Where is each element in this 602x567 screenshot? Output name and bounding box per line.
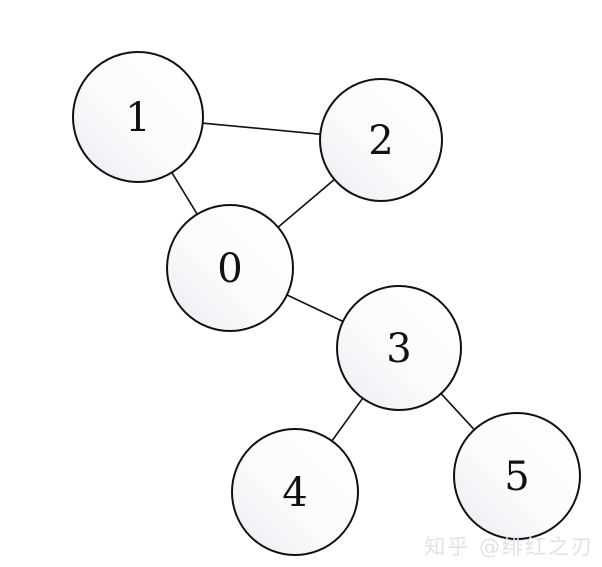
graph-node-circle-3[interactable] xyxy=(336,285,462,411)
graph-edge-3-4 xyxy=(330,396,365,443)
graph-node-label-0: 0 xyxy=(217,246,242,292)
graph-node-5[interactable]: 5 xyxy=(453,412,581,540)
graph-node-0[interactable]: 0 xyxy=(166,204,294,332)
graph-edge-0-3 xyxy=(285,293,345,323)
graph-node-4[interactable]: 4 xyxy=(231,428,359,556)
graph-node-label-4: 4 xyxy=(282,470,307,516)
edges-layer xyxy=(170,122,476,443)
graph-edge-1-2 xyxy=(200,122,323,136)
graph-node-label-3: 3 xyxy=(386,326,411,372)
graph-node-2[interactable]: 2 xyxy=(319,78,443,202)
graph-edge-1-0 xyxy=(170,170,199,216)
graph-node-circle-0[interactable] xyxy=(166,204,294,332)
graph-node-circle-5[interactable] xyxy=(453,412,581,540)
nodes-layer: 0 1 2 3 4 5 xyxy=(72,51,581,556)
graph-node-circle-2[interactable] xyxy=(319,78,443,202)
graph-node-circle-4[interactable] xyxy=(231,428,359,556)
graph-edge-3-5 xyxy=(439,392,476,432)
graph-node-1[interactable]: 1 xyxy=(72,51,204,183)
graph-node-label-5: 5 xyxy=(504,454,529,500)
graph-node-label-1: 1 xyxy=(125,95,150,141)
graph-node-label-2: 2 xyxy=(368,118,393,164)
graph-edge-0-2 xyxy=(276,177,337,229)
graph-node-3[interactable]: 3 xyxy=(336,285,462,411)
graph-node-circle-1[interactable] xyxy=(72,51,204,183)
